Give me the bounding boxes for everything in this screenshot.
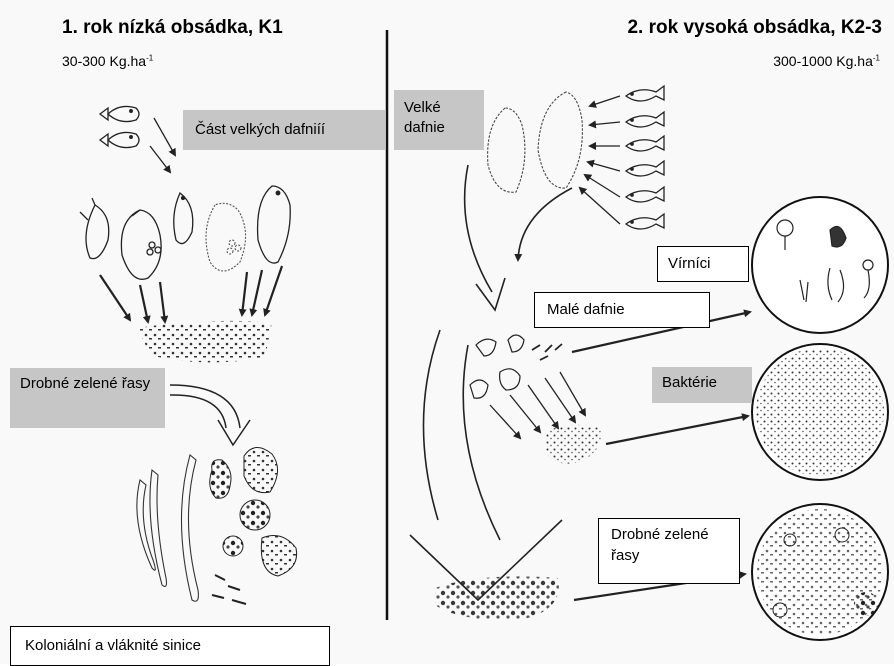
fish-icon xyxy=(100,132,139,147)
algae-filament-icon xyxy=(137,455,199,601)
algae-band xyxy=(138,321,272,362)
left-stocking-rate: 30-300 Kg.ha-1 xyxy=(62,53,153,69)
daphnia-icon xyxy=(488,92,583,192)
bacteria-circle xyxy=(752,344,888,480)
fish-icon xyxy=(626,112,664,127)
daphnia-icon xyxy=(121,210,161,279)
rotifer-circle xyxy=(752,197,888,333)
fish-icon xyxy=(626,187,664,202)
fish-feeding-arrows xyxy=(150,118,175,172)
label-small-daphnia: Malé dafnie xyxy=(534,292,710,328)
daphnia-icon xyxy=(206,203,246,271)
fish-icon xyxy=(100,106,139,121)
bacteria-cloud xyxy=(545,425,601,464)
daphnia-icon xyxy=(80,198,109,259)
daphnia-icon xyxy=(258,186,291,263)
label-small-green-algae-left: Drobné zelené řasy xyxy=(10,368,165,428)
grazing-arrows xyxy=(100,266,282,322)
small-daphnia-cluster xyxy=(470,335,562,398)
curved-arrow xyxy=(170,385,250,445)
fish-icon xyxy=(626,161,664,176)
label-cyanobacteria: Koloniální a vláknité sinice xyxy=(10,626,330,666)
algae-band xyxy=(435,576,559,620)
label-rotifers: Vírníci xyxy=(657,246,749,282)
label-big-daphnia: Velké dafnie xyxy=(394,90,484,150)
predation-arrows xyxy=(580,96,620,224)
right-stocking-rate: 300-1000 Kg.ha-1 xyxy=(773,53,880,69)
left-title: 1. rok nízká obsádka, K1 xyxy=(62,17,283,39)
fish-icon xyxy=(626,214,664,229)
label-small-green-algae-right: Drobné zelené řasy xyxy=(598,518,740,584)
right-title: 2. rok vysoká obsádka, K2-3 xyxy=(627,17,882,39)
fish-icon xyxy=(626,86,664,101)
algae-circle xyxy=(752,504,888,640)
fish-icon xyxy=(626,136,664,151)
label-big-daphnia-part: Část velkých dafniíí xyxy=(183,110,385,150)
daphnia-icon xyxy=(174,193,193,244)
colony-icon xyxy=(210,447,297,604)
long-arrow xyxy=(410,330,562,600)
label-bacteria: Baktérie xyxy=(652,367,752,403)
fish-school xyxy=(626,86,664,229)
